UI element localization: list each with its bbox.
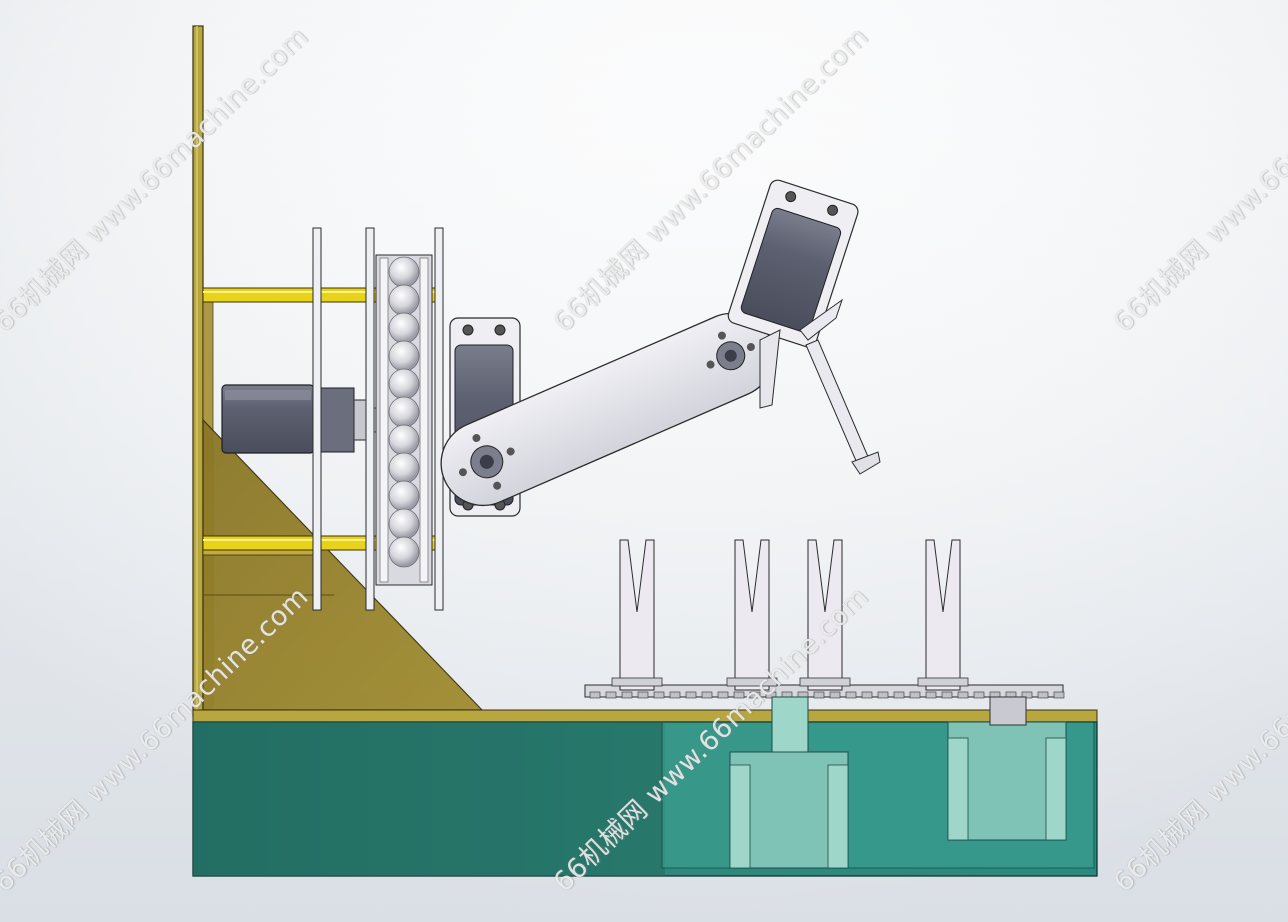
swing-arm [440, 312, 775, 507]
chain-link [829, 691, 841, 699]
guide-plates [312, 227, 444, 611]
teal-base [192, 696, 1098, 877]
v-fixture [799, 539, 851, 691]
chain-link [701, 691, 713, 699]
chain-link [717, 691, 729, 699]
chain-link [685, 691, 697, 699]
chain-link [749, 691, 761, 699]
chain-link [973, 691, 985, 699]
chain-ball [388, 340, 420, 372]
chain-link [893, 691, 905, 699]
chain-ball [388, 536, 420, 568]
chain-link [845, 691, 857, 699]
chain-link [877, 691, 889, 699]
v-fixture [611, 539, 663, 691]
chain-ball [388, 368, 420, 400]
chain-ball [388, 396, 420, 428]
v-fixture [917, 539, 969, 691]
chain-ball [388, 480, 420, 512]
wrist-motor [727, 179, 859, 348]
chain-link [1053, 691, 1065, 699]
chain-ball [388, 508, 420, 540]
chain-link [765, 691, 777, 699]
v-fixtures [611, 539, 969, 691]
chain-ball [388, 312, 420, 344]
chain-link [1021, 691, 1033, 699]
chain-link [637, 691, 649, 699]
chain-link [813, 691, 825, 699]
chain-link [589, 691, 601, 699]
chain-link [957, 691, 969, 699]
chain-link [861, 691, 873, 699]
chain-link [621, 691, 633, 699]
chain-link [653, 691, 665, 699]
chain-ball [388, 284, 420, 316]
chain-link [605, 691, 617, 699]
v-fixture [726, 539, 778, 691]
chain-ball [388, 452, 420, 484]
chain-link [733, 691, 745, 699]
upright-post [192, 25, 204, 717]
chain-link [925, 691, 937, 699]
chain-link [909, 691, 921, 699]
chain-link [669, 691, 681, 699]
chain-ball [388, 256, 420, 288]
chain-ball [388, 424, 420, 456]
chain-link [1037, 691, 1049, 699]
chain-link [941, 691, 953, 699]
chain-sprocket-assembly [375, 254, 433, 586]
gripper-finger [759, 298, 881, 475]
